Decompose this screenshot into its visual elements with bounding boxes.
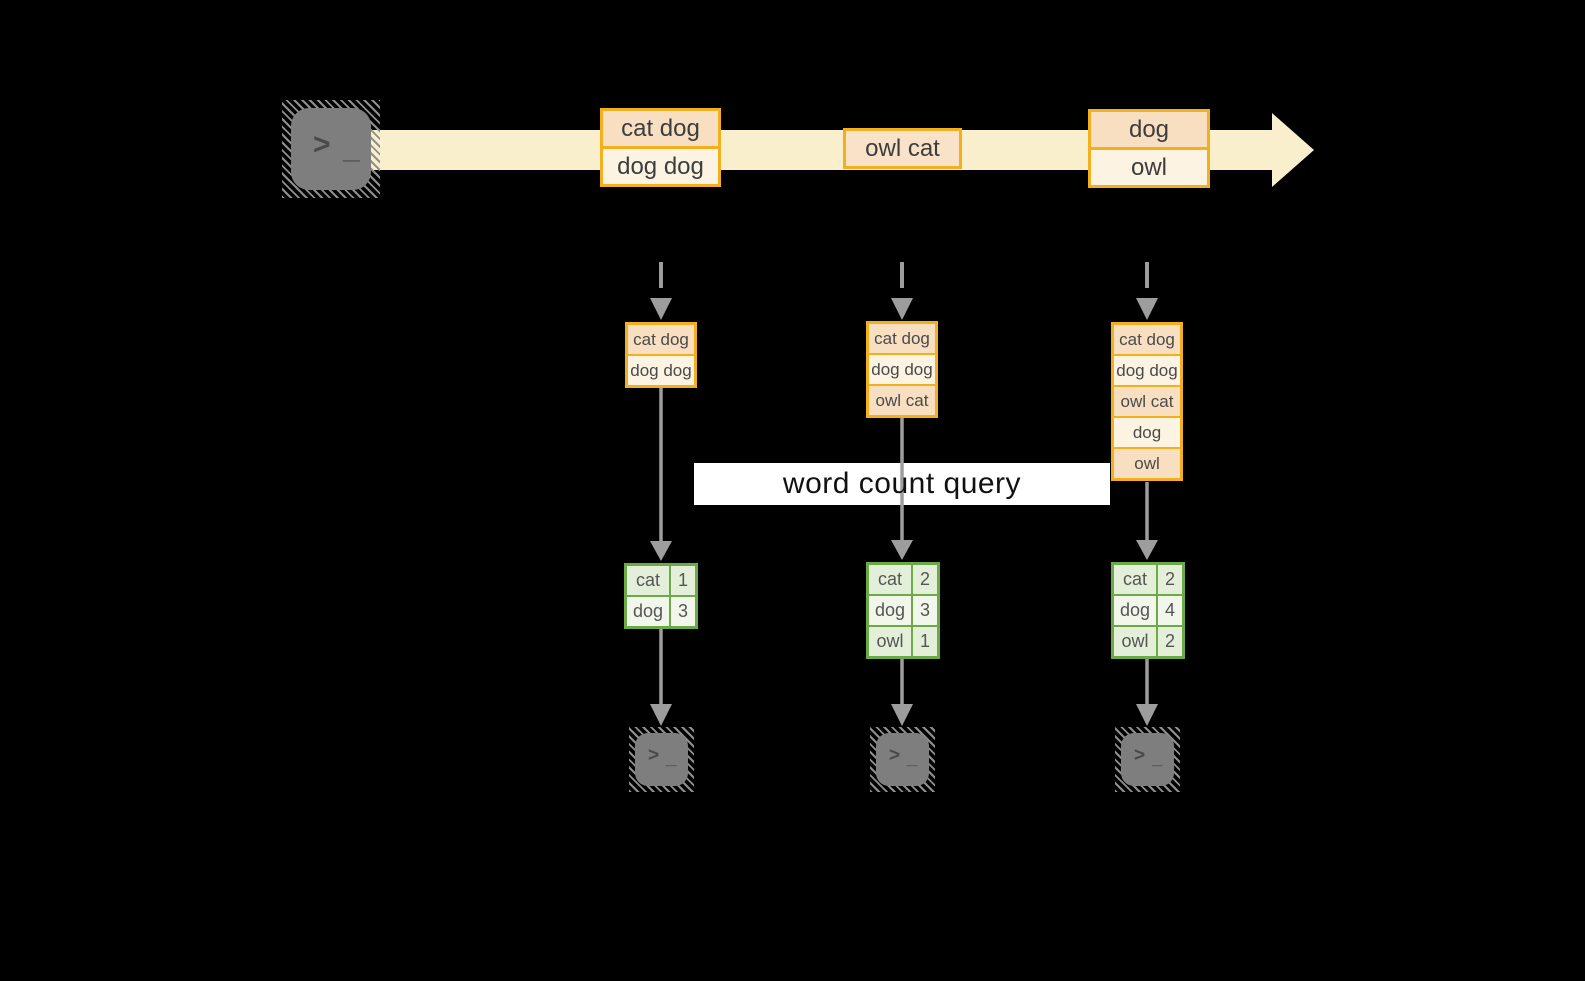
terminal-body: > _	[1121, 733, 1174, 786]
queue-row: dog	[1114, 418, 1180, 447]
buffered-queue-1: cat dog dog dog	[625, 322, 697, 388]
count-value: 1	[913, 627, 937, 656]
terminal-body: > _	[876, 733, 929, 786]
count-value: 3	[913, 596, 937, 625]
queue-row: owl cat	[869, 386, 935, 415]
dashed-ingest-arrows	[659, 262, 1149, 300]
query-arrowhead-1-icon	[650, 541, 672, 561]
prompt-chevron-icon: >	[1134, 745, 1146, 766]
output-arrowheads	[650, 704, 1158, 726]
query-arrowhead-2-icon	[891, 540, 913, 560]
stream-event-box-2: owl cat	[843, 128, 962, 169]
dashed-arrowhead-1-icon	[650, 298, 672, 320]
stream-event-line: owl cat	[846, 131, 959, 166]
count-word: dog	[627, 597, 669, 626]
stream-event-line: cat dog	[603, 111, 718, 146]
stream-event-line: owl	[1091, 150, 1207, 185]
stream-arrowhead-icon	[1272, 113, 1314, 187]
count-table-2: cat 2 dog 3 owl 1	[866, 562, 940, 659]
count-word: cat	[627, 566, 669, 595]
count-word: owl	[1114, 627, 1156, 656]
buffered-queue-3: cat dog dog dog owl cat dog owl	[1111, 322, 1183, 481]
dashed-arrowheads	[650, 298, 1158, 320]
count-value: 2	[1158, 627, 1182, 656]
queue-row: dog dog	[628, 356, 694, 385]
count-value: 4	[1158, 596, 1182, 625]
buffered-queue-2: cat dog dog dog owl cat	[866, 321, 938, 418]
count-value: 2	[1158, 565, 1182, 594]
queue-row: owl	[1114, 449, 1180, 478]
source-terminal-icon: > _	[282, 100, 380, 198]
stream-event-line: dog dog	[603, 149, 718, 184]
queue-row: dog dog	[1114, 356, 1180, 385]
prompt-chevron-icon: >	[889, 745, 901, 766]
count-word: dog	[869, 596, 911, 625]
dashed-arrowhead-3-icon	[1136, 298, 1158, 320]
output-terminal-icon-1: > _	[629, 727, 694, 792]
count-word: cat	[869, 565, 911, 594]
query-arrowhead-3-icon	[1136, 540, 1158, 560]
count-word: owl	[869, 627, 911, 656]
query-arrowheads	[650, 540, 1158, 561]
output-terminal-icon-2: > _	[870, 727, 935, 792]
output-arrowhead-1-icon	[650, 704, 672, 726]
count-table-1: cat 1 dog 3	[624, 563, 698, 629]
output-arrowhead-3-icon	[1136, 704, 1158, 726]
prompt-chevron-icon: >	[648, 745, 660, 766]
prompt-cursor-icon: _	[1152, 748, 1163, 769]
output-terminal-icon-3: > _	[1115, 727, 1180, 792]
prompt-cursor-icon: _	[666, 748, 677, 769]
stream-event-box-1: cat dog dog dog	[600, 108, 721, 187]
stream-event-box-3: dog owl	[1088, 109, 1210, 188]
queue-row: cat dog	[628, 325, 694, 354]
prompt-cursor-icon: _	[343, 132, 360, 165]
count-value: 3	[671, 597, 695, 626]
terminal-body: > _	[291, 108, 371, 190]
count-table-3: cat 2 dog 4 owl 2	[1111, 562, 1185, 659]
stream-event-line: dog	[1091, 112, 1207, 147]
count-value: 2	[913, 565, 937, 594]
terminal-body: > _	[635, 733, 688, 786]
queue-row: cat dog	[1114, 325, 1180, 354]
count-word: cat	[1114, 565, 1156, 594]
output-arrows	[659, 629, 1149, 706]
queue-row: cat dog	[869, 324, 935, 353]
count-word: dog	[1114, 596, 1156, 625]
count-value: 1	[671, 566, 695, 595]
query-banner-label: word count query	[782, 467, 1022, 500]
query-arrows	[659, 387, 1149, 544]
dashed-arrowhead-2-icon	[891, 298, 913, 320]
output-arrowhead-2-icon	[891, 704, 913, 726]
prompt-cursor-icon: _	[907, 748, 918, 769]
queue-row: dog dog	[869, 355, 935, 384]
prompt-chevron-icon: >	[313, 128, 331, 161]
queue-row: owl cat	[1114, 387, 1180, 416]
